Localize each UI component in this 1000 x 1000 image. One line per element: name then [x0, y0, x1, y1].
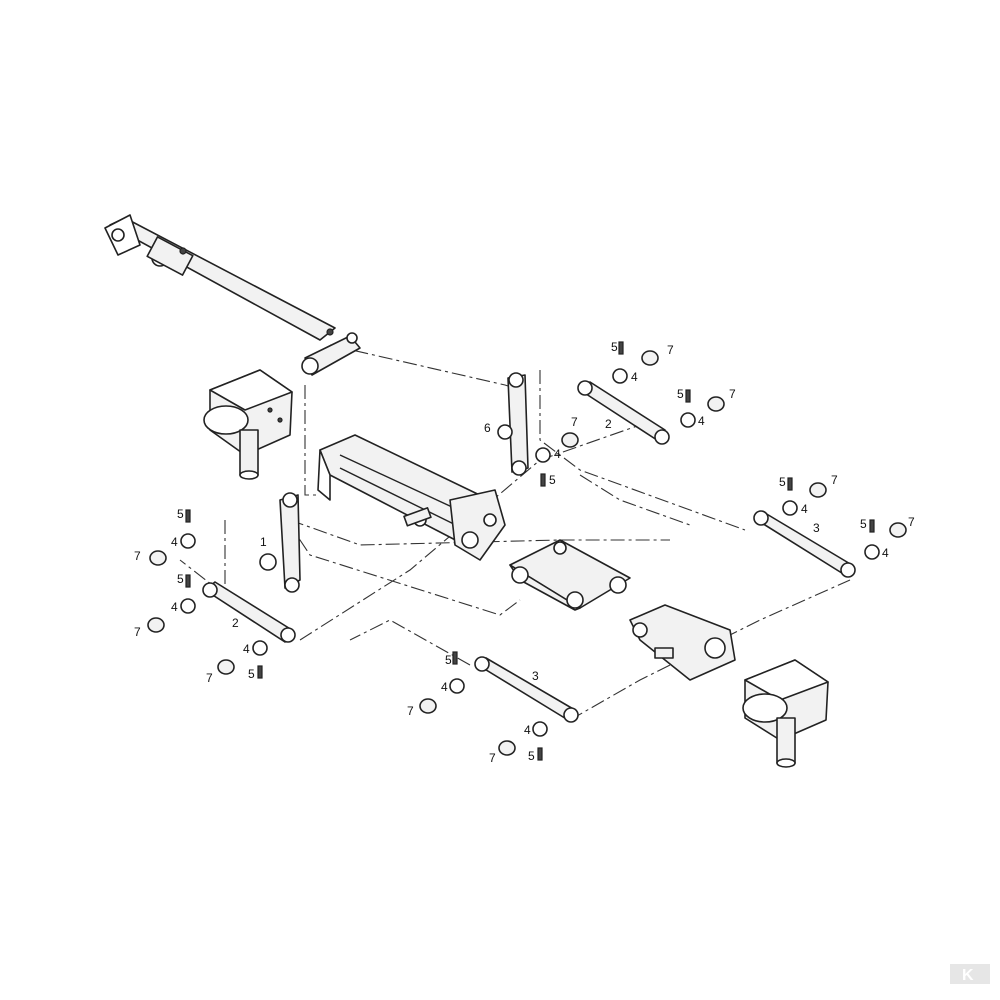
callout-7: 7	[134, 549, 141, 563]
callout-5: 5	[677, 387, 684, 401]
callout-5: 5	[177, 572, 184, 586]
callout-4: 4	[698, 414, 705, 428]
callout-7: 7	[206, 671, 213, 685]
callout-5: 5	[177, 507, 184, 521]
bearing-housing-left	[203, 369, 293, 480]
callout-5: 5	[549, 473, 556, 487]
callout-3-upper: 3	[813, 521, 820, 535]
part-2-link-upper	[577, 380, 670, 445]
callout-2-lower: 2	[232, 616, 239, 630]
callout-5: 5	[445, 653, 452, 667]
callout-4: 4	[171, 600, 178, 614]
callout-5: 5	[528, 749, 535, 763]
hardware-bolts-nuts-bushings	[147, 341, 907, 761]
lift-shaft	[104, 214, 361, 376]
central-frame	[317, 434, 506, 561]
callout-4: 4	[243, 642, 250, 656]
bearing-housing-right	[742, 659, 829, 768]
callout-6: 6	[484, 421, 491, 435]
watermark-logo: K	[950, 964, 990, 984]
callout-4: 4	[524, 723, 531, 737]
callout-4: 4	[171, 535, 178, 549]
right-bracket	[629, 604, 736, 681]
callout-5: 5	[611, 340, 618, 354]
part-2-link-lower	[202, 581, 296, 643]
part-1-crank-arm	[259, 492, 301, 593]
callout-labels: 1 2 2 3 3 6 5 4 7 5 4 7 7 4 5 5 4 7 5 4 …	[134, 340, 915, 765]
callout-5: 5	[779, 475, 786, 489]
callout-7: 7	[667, 343, 674, 357]
part-6-crank-arm	[497, 372, 529, 476]
callout-4: 4	[631, 370, 638, 384]
callout-7: 7	[831, 473, 838, 487]
logo-letter: K	[962, 967, 974, 984]
callout-2-upper: 2	[605, 417, 612, 431]
part-3-link-lower	[474, 656, 579, 723]
callout-5: 5	[860, 517, 867, 531]
callout-7: 7	[134, 625, 141, 639]
callout-4: 4	[882, 546, 889, 560]
middle-link-bracket	[509, 539, 631, 611]
callout-7: 7	[407, 704, 414, 718]
callout-7: 7	[489, 751, 496, 765]
callout-4: 4	[554, 447, 561, 461]
callout-5: 5	[248, 667, 255, 681]
callout-1: 1	[260, 535, 267, 549]
callout-7: 7	[729, 387, 736, 401]
callout-7: 7	[908, 515, 915, 529]
callout-7: 7	[571, 415, 578, 429]
callout-4: 4	[801, 502, 808, 516]
part-3-link-upper	[753, 510, 856, 578]
callout-3-lower: 3	[532, 669, 539, 683]
callout-4: 4	[441, 680, 448, 694]
